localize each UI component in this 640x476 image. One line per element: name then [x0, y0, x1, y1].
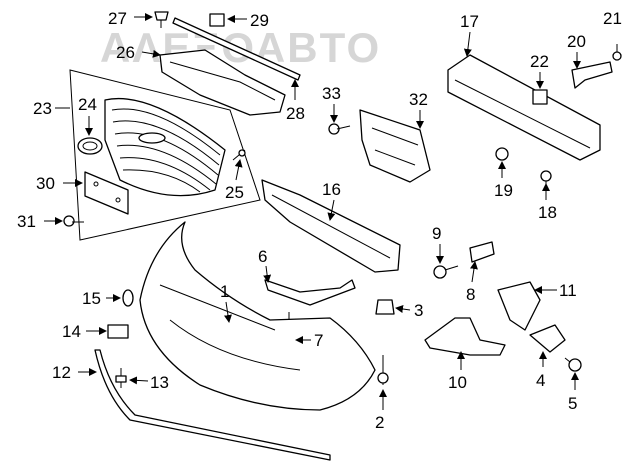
- license-bracket-part: [84, 171, 129, 215]
- callout-18: 18: [538, 203, 557, 222]
- callout-14: 14: [62, 322, 81, 341]
- callout-22: 22: [530, 52, 549, 71]
- callout-31: 31: [17, 212, 36, 231]
- side-bracket-32-ribs: [371, 127, 419, 166]
- callout-33: 33: [322, 84, 341, 103]
- bolt-31-part: [63, 215, 84, 227]
- bolt-9-part: [433, 265, 459, 279]
- callout-3: 3: [414, 301, 423, 320]
- clip-27-part: [154, 11, 169, 28]
- callout-5: 5: [568, 394, 577, 413]
- clip-22-part: [532, 89, 548, 105]
- callout-26: 26: [116, 43, 135, 62]
- callout-20: 20: [567, 32, 586, 51]
- screw-21-part: [612, 44, 622, 61]
- callout-6: 6: [258, 247, 267, 266]
- callout-29: 29: [250, 11, 269, 30]
- callout-17: 17: [460, 12, 479, 31]
- callout-11: 11: [559, 281, 577, 300]
- callout-13: 13: [150, 373, 169, 392]
- callout-12: 12: [52, 363, 71, 382]
- screw-13-part: [115, 368, 127, 388]
- pad-8-part: [469, 241, 495, 263]
- callout-28: 28: [286, 104, 305, 123]
- callout-24: 24: [78, 95, 97, 114]
- callout-16: 16: [322, 180, 341, 199]
- clip-3-part: [375, 299, 395, 315]
- clip-14-part: [107, 324, 129, 339]
- upper-duct-part: [159, 49, 286, 116]
- callout-10: 10: [448, 373, 467, 392]
- bracket-20-part: [571, 61, 613, 89]
- bracket-11-part: [497, 281, 541, 331]
- callout-19: 19: [494, 181, 513, 200]
- callout-4: 4: [536, 371, 545, 390]
- callout-25: 25: [225, 183, 244, 202]
- emblem-inner: [82, 141, 98, 151]
- clip-29-part: [209, 13, 225, 27]
- callout-8: 8: [466, 285, 475, 304]
- grommet-15-part: [122, 289, 134, 307]
- callout-23: 23: [33, 99, 52, 118]
- callouts: 1 2 3 4 5 6 7 8 9 10 11 12 13 14 15 16 1: [17, 9, 622, 432]
- callout-1: 1: [220, 282, 229, 301]
- callout-21: 21: [603, 9, 622, 28]
- bolt-2-part: [377, 355, 389, 385]
- grille-screw-part: [232, 149, 246, 161]
- callout-27: 27: [108, 9, 127, 28]
- upper-duct-rib: [169, 61, 276, 101]
- radiator-grille-part: [104, 97, 226, 197]
- bolt-33-part: [328, 123, 351, 135]
- lower-strip-part: [94, 349, 331, 461]
- energy-absorber-rib: [271, 194, 391, 259]
- callout-7: 7: [314, 331, 323, 350]
- nut-19-part: [495, 147, 509, 161]
- callout-9: 9: [432, 224, 441, 243]
- bracket-6-part: [264, 279, 356, 306]
- emblem-part: [77, 137, 103, 155]
- callout-30: 30: [36, 174, 55, 193]
- bumper-cover-part: [139, 221, 376, 411]
- callout-32: 32: [409, 90, 428, 109]
- fog-cover-part: [424, 317, 506, 356]
- callout-15: 15: [82, 289, 101, 308]
- bolt-5-part: [564, 357, 582, 372]
- callout-2: 2: [375, 413, 384, 432]
- bracket-4-part: [529, 324, 566, 353]
